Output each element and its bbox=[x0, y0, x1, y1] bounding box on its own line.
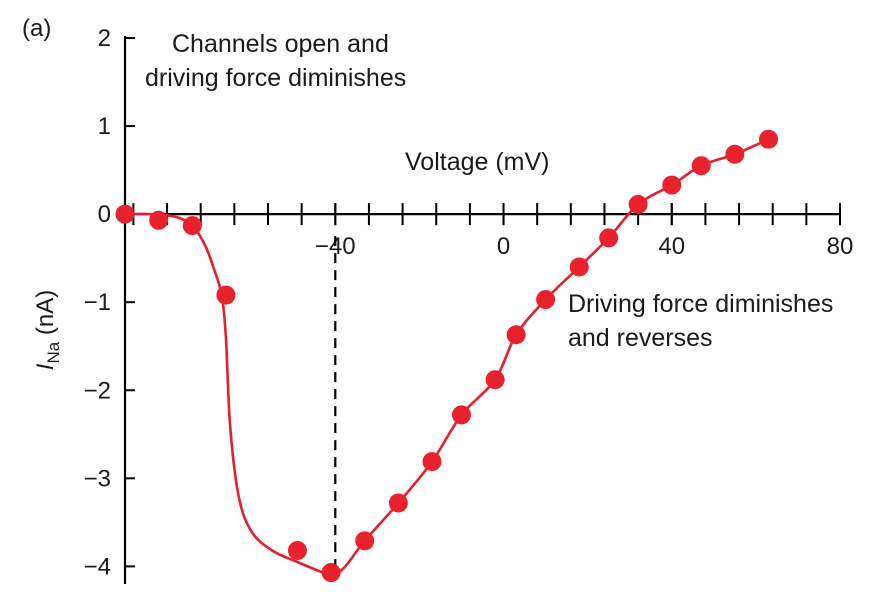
data-point bbox=[506, 325, 526, 345]
y-tick-label: −1 bbox=[84, 289, 111, 316]
data-point bbox=[182, 216, 202, 236]
data-point bbox=[599, 228, 619, 248]
x-tick-label: 40 bbox=[658, 233, 685, 260]
x-tick-label: 0 bbox=[497, 233, 510, 260]
y-axis-label: INa (nA) bbox=[32, 290, 63, 370]
y-tick-label: 1 bbox=[98, 113, 111, 140]
series-group bbox=[115, 129, 778, 583]
y-axis-label-unit: (nA) bbox=[32, 290, 59, 342]
data-point bbox=[485, 370, 505, 390]
x-axis-label: Voltage (mV) bbox=[405, 148, 550, 176]
y-axis-label-sub: Na bbox=[44, 341, 63, 363]
panel-label: (a) bbox=[22, 15, 51, 42]
y-tick-label: 0 bbox=[98, 201, 111, 228]
annotation-right-line1: Driving force diminishes bbox=[568, 290, 833, 318]
data-point bbox=[759, 129, 778, 149]
y-tick-label: 2 bbox=[98, 25, 111, 52]
data-point bbox=[216, 285, 236, 305]
data-point bbox=[536, 290, 556, 310]
data-point bbox=[569, 257, 589, 277]
data-point bbox=[321, 563, 341, 583]
data-point bbox=[451, 405, 471, 425]
y-axis: 2 1 0 −1 −2 −3 −4 bbox=[84, 25, 135, 584]
y-tick-label: −2 bbox=[84, 377, 111, 404]
data-point bbox=[287, 541, 307, 561]
data-point bbox=[628, 194, 648, 214]
y-tick-label: −4 bbox=[84, 553, 111, 580]
x-tick-label: 80 bbox=[827, 233, 854, 260]
annotation-top-line1: Channels open and bbox=[172, 30, 389, 58]
data-point bbox=[422, 452, 442, 472]
data-point bbox=[149, 210, 169, 230]
y-tick-label: −3 bbox=[84, 465, 111, 492]
data-point bbox=[115, 204, 135, 224]
y-axis-label-main: I bbox=[32, 363, 59, 370]
data-point bbox=[691, 156, 711, 176]
annotation-top-line2: driving force diminishes bbox=[145, 64, 406, 92]
data-point bbox=[662, 175, 682, 195]
annotation-right-line2: and reverses bbox=[568, 324, 713, 352]
data-point bbox=[355, 531, 375, 551]
data-point bbox=[725, 144, 745, 164]
data-point bbox=[388, 493, 408, 513]
